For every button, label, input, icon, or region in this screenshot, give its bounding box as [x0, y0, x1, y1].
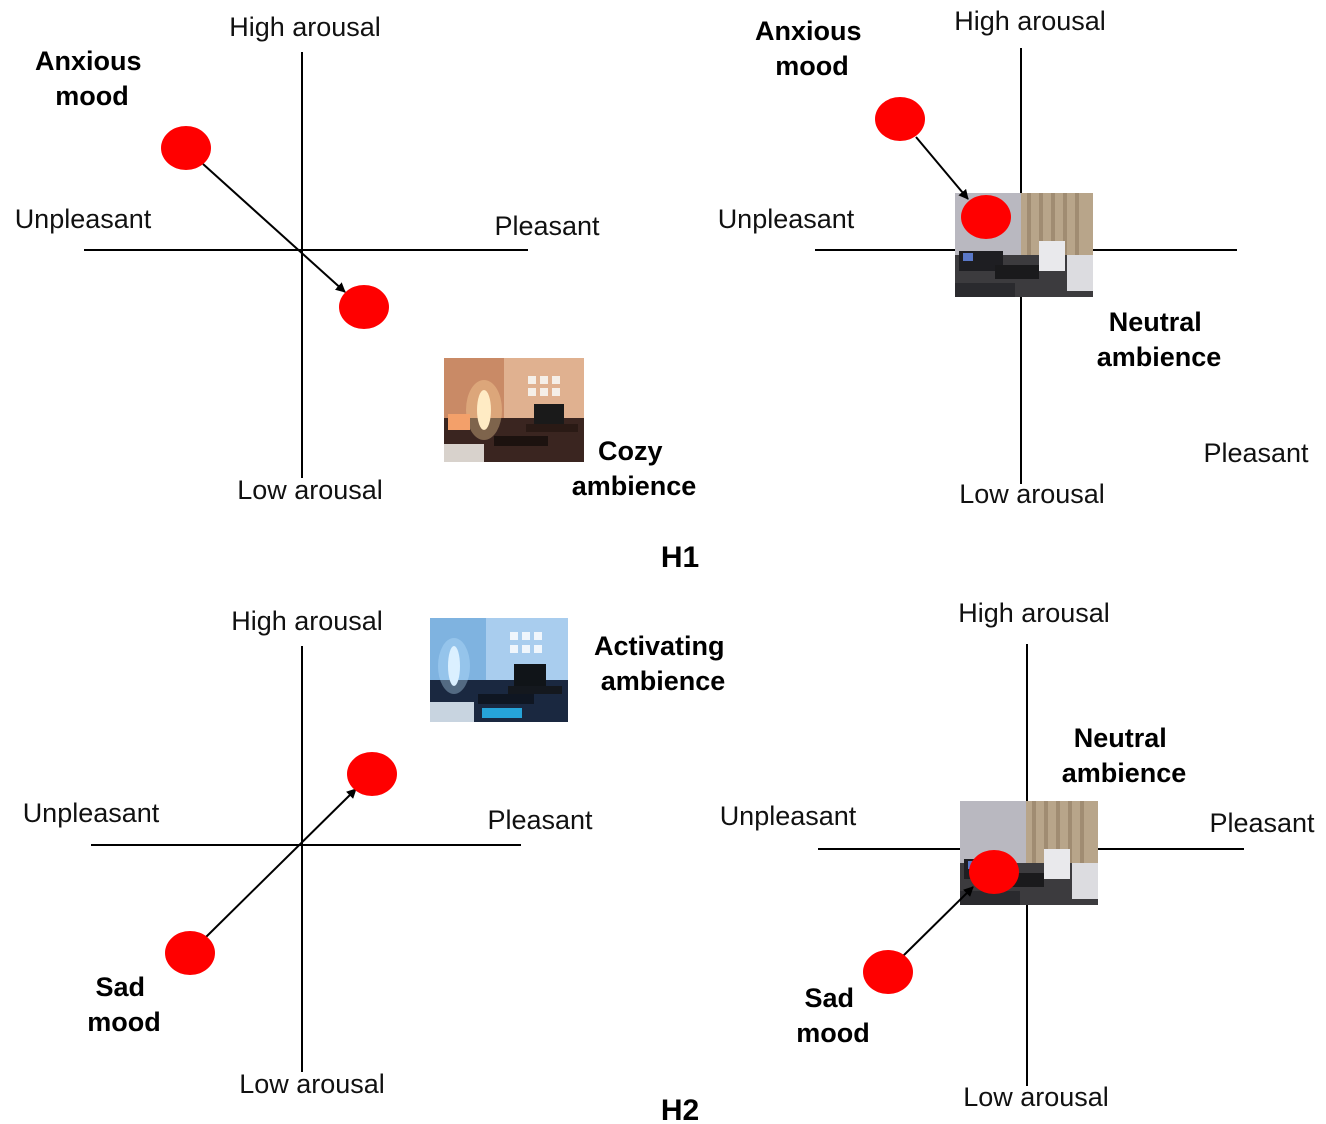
mood-end-dot [961, 195, 1011, 239]
mood-label: Anxious mood [35, 46, 149, 111]
panel-h1-right: High arousal Low arousal Unpleasant Plea… [718, 6, 1309, 509]
axis-label-top: High arousal [229, 12, 381, 42]
axis-label-bottom: Low arousal [237, 475, 383, 505]
mood-shift-arrow [202, 163, 346, 293]
mood-label: Anxious mood [755, 16, 869, 81]
axis-label-left: Unpleasant [23, 798, 160, 828]
mood-start-dot [875, 97, 925, 141]
cozy-room-photo [444, 358, 584, 462]
section-label-h1: H1 [661, 541, 699, 574]
axis-label-right: Pleasant [487, 805, 593, 835]
panel-h2-left: High arousal Low arousal Unpleasant Plea… [23, 606, 732, 1099]
axis-label-bottom: Low arousal [959, 479, 1105, 509]
ambience-label: Activating ambience [594, 631, 732, 696]
ambience-label: Neutral ambience [1097, 307, 1222, 372]
ambience-label: Neutral ambience [1062, 723, 1187, 788]
panel-h2-right: High arousal Low arousal Unpleasant Plea… [720, 598, 1315, 1112]
mood-end-dot [347, 752, 397, 796]
mood-start-dot [161, 126, 211, 170]
axis-label-top: High arousal [954, 6, 1106, 36]
mood-shift-arrow [902, 886, 974, 957]
mood-end-dot [969, 850, 1019, 894]
mood-shift-arrow [915, 136, 969, 200]
axis-label-left: Unpleasant [15, 204, 152, 234]
mood-shift-arrow [205, 788, 357, 938]
axis-label-right: Pleasant [494, 211, 600, 241]
mood-start-dot [165, 931, 215, 975]
mood-end-dot [339, 285, 389, 329]
axis-label-right: Pleasant [1203, 438, 1309, 468]
ambience-label: Cozy ambience [572, 436, 697, 501]
axis-label-top: High arousal [231, 606, 383, 636]
axis-label-bottom: Low arousal [963, 1082, 1109, 1112]
activating-room-photo [430, 618, 568, 722]
axis-label-right: Pleasant [1209, 808, 1315, 838]
mood-label: Sad mood [796, 983, 870, 1048]
axis-label-left: Unpleasant [720, 801, 857, 831]
section-label-h2: H2 [661, 1094, 699, 1124]
panel-h1-left: High arousal Low arousal Unpleasant Plea… [15, 12, 697, 505]
axis-label-top: High arousal [958, 598, 1110, 628]
axis-label-bottom: Low arousal [239, 1069, 385, 1099]
mood-start-dot [863, 950, 913, 994]
mood-label: Sad mood [87, 972, 161, 1037]
axis-label-left: Unpleasant [718, 204, 855, 234]
